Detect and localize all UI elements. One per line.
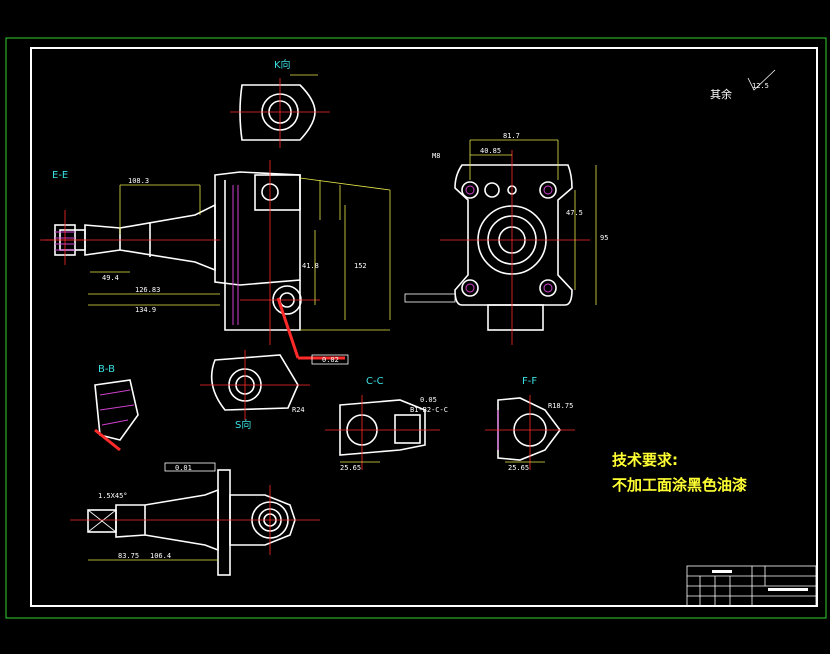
dim-text: 106.4 bbox=[150, 552, 171, 560]
roughness-value: 12.5 bbox=[752, 82, 769, 90]
bottom-view bbox=[70, 462, 320, 576]
dim-text: 95 bbox=[600, 234, 608, 242]
dim-text: M8 bbox=[432, 152, 440, 160]
s-view bbox=[200, 350, 310, 420]
outer-frame bbox=[5, 37, 827, 619]
k-view bbox=[230, 74, 330, 148]
title-block bbox=[686, 565, 817, 607]
dim-text: 0.05 bbox=[420, 396, 437, 404]
main-view bbox=[40, 160, 391, 365]
dim-text: 41.8 bbox=[302, 262, 319, 270]
view-label-s: S向 bbox=[235, 418, 251, 431]
dim-text: 0.02 bbox=[322, 356, 339, 364]
dim-text: 152 bbox=[354, 262, 367, 270]
dim-text: 1.5X45° bbox=[98, 492, 128, 500]
requirements-title: 技术要求: bbox=[612, 451, 678, 469]
e-e-view bbox=[45, 210, 85, 265]
dim-text: 126.83 bbox=[135, 286, 160, 294]
dim-text: 25.65 bbox=[508, 464, 529, 472]
view-label-e: E-E bbox=[52, 170, 68, 181]
view-label-k: K向 bbox=[274, 58, 291, 71]
dim-text: 134.9 bbox=[135, 306, 156, 314]
dim-text: 47.5 bbox=[566, 209, 583, 217]
dim-text: 81.7 bbox=[503, 132, 520, 140]
dim-text: 0.01 bbox=[175, 464, 192, 472]
drawing-border bbox=[30, 47, 818, 607]
f-f-view bbox=[485, 395, 575, 470]
view-label-b: B-B bbox=[98, 364, 115, 375]
requirements-line1: 不加工面涂黑色油漆 bbox=[612, 476, 747, 494]
dim-text: 40.85 bbox=[480, 147, 501, 155]
dim-text: B1-B2-C-C bbox=[410, 406, 448, 414]
dim-text: 49.4 bbox=[102, 274, 119, 282]
view-label-f: F-F bbox=[522, 376, 537, 387]
roughness-label: 其余 bbox=[710, 87, 732, 101]
dim-text: 83.75 bbox=[118, 552, 139, 560]
view-label-c: C-C bbox=[366, 376, 384, 387]
dim-text: 25.65 bbox=[340, 464, 361, 472]
roughness-symbol bbox=[747, 69, 776, 91]
dim-text: R24 bbox=[292, 406, 305, 414]
c-c-view bbox=[325, 395, 440, 470]
top-view bbox=[404, 139, 597, 345]
dim-text: R18.75 bbox=[548, 402, 573, 410]
b-b-view bbox=[94, 379, 139, 452]
dim-text: 108.3 bbox=[128, 177, 149, 185]
